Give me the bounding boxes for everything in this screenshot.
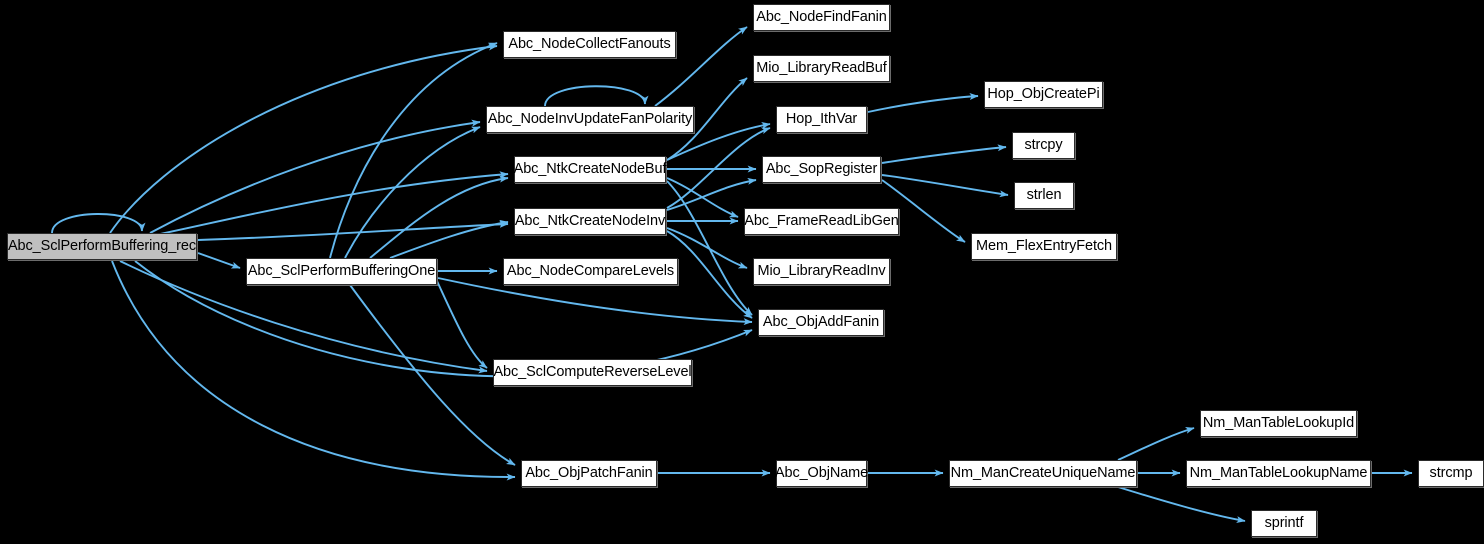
graph-node-sprintf[interactable]: sprintf (1251, 510, 1317, 537)
graph-node-label: Hop_ObjCreatePi (987, 86, 1100, 103)
graph-edge-abc_nodeinvupdatefanpolarity--to--abc_nodefindfanin (654, 26, 748, 107)
graph-node-abc_nodeinvupdatefanpolarity[interactable]: Abc_NodeInvUpdateFanPolarity (486, 106, 694, 133)
graph-node-label: Nm_ManTableLookupName (1189, 465, 1368, 482)
graph-edge-abc_sclperformbufferingone--to--abc_nodeinvupdatefanpolarity (344, 126, 481, 259)
graph-edge-abc_sclperformbufferingone--to--abc_objaddfanin (437, 277, 753, 326)
graph-node-label: Abc_ObjName (774, 465, 869, 482)
graph-edge-abc_sclperformbuffering_rec--to--abc_ntkcreatenodeinv (197, 220, 509, 241)
graph-node-abc_objaddfanin[interactable]: Abc_ObjAddFanin (758, 309, 884, 336)
graph-node-label: Abc_FrameReadLibGen (744, 213, 899, 230)
graph-node-strlen[interactable]: strlen (1014, 182, 1074, 209)
graph-node-abc_framereadlibgen[interactable]: Abc_FrameReadLibGen (744, 208, 899, 235)
graph-node-hop_ithvar[interactable]: Hop_IthVar (776, 106, 867, 133)
graph-edge-nm_mancreateuniquename--to--sprintf (1117, 486, 1246, 524)
graph-edge-abc_sopregister--to--mem_flexentryfetch (881, 179, 966, 243)
graph-edge-abc_ntkcreatenodeinv--to--abc_objaddfanin (666, 230, 753, 319)
graph-node-abc_objpatchfanin[interactable]: Abc_ObjPatchFanin (521, 460, 657, 487)
graph-node-label: Nm_ManCreateUniqueName (950, 465, 1136, 482)
graph-node-hop_objcreatepi[interactable]: Hop_ObjCreatePi (984, 81, 1103, 108)
graph-edge-abc_sclperformbuffering_rec--to--abc_ntkcreatenodebuf (159, 171, 509, 235)
graph-node-label: strcmp (1429, 465, 1473, 482)
graph-node-strcmp[interactable]: strcmp (1418, 460, 1484, 487)
edge-group (51, 26, 1413, 524)
graph-node-mem_flexentryfetch[interactable]: Mem_FlexEntryFetch (971, 233, 1117, 260)
graph-edge-abc_sopregister--to--strcpy (881, 144, 1007, 164)
graph-edge-abc_sclperformbuffering_rec--to--abc_objpatchfanin (111, 260, 516, 481)
graph-node-mio_libraryreadbuf[interactable]: Mio_LibraryReadBuf (753, 55, 890, 82)
graph-node-label: Abc_NodeFindFanin (756, 9, 887, 26)
graph-edge-abc_sclperformbuffering_rec--to--abc_sclcomputereverselevel (119, 260, 488, 374)
graph-edge-nm_mancreateuniquename--to--nm_mantablelookupid (1117, 426, 1195, 461)
graph-node-nm_mantablelookupname[interactable]: Nm_ManTableLookupName (1186, 460, 1371, 487)
graph-node-label: Abc_SclPerformBufferingOne (247, 263, 436, 280)
graph-edge-abc_sclperformbuffering_rec--to--abc_sclperformbufferingone (197, 252, 241, 269)
graph-node-abc_ntkcreatenodeinv[interactable]: Abc_NtkCreateNodeInv (514, 208, 666, 235)
graph-edge-abc_ntkcreatenodeinv--to--hop_ithvar (666, 127, 771, 209)
graph-node-label: Abc_SclPerformBuffering_rec (7, 238, 197, 255)
graph-edge-abc_sclperformbuffering_rec--to--abc_nodecollectfanouts (109, 43, 498, 234)
graph-node-abc_nodefindfanin[interactable]: Abc_NodeFindFanin (753, 4, 890, 31)
graph-node-label: Abc_NtkCreateNodeInv (514, 213, 666, 230)
graph-edge-abc_ntkcreatenodebuf--to--hop_ithvar (666, 121, 771, 161)
graph-edge-abc_ntkcreatenodebuf--to--abc_framereadlibgen (666, 177, 739, 218)
graph-edge-abc_sclperformbufferingone--to--abc_objpatchfanin (349, 284, 516, 466)
graph-edge-abc_sclperformbufferingone--to--abc_nodecollectfanouts (329, 42, 498, 259)
graph-edge-hop_ithvar--to--hop_objcreatepi (867, 93, 979, 113)
graph-node-label: sprintf (1264, 515, 1304, 532)
graph-node-label: Nm_ManTableLookupId (1202, 415, 1355, 432)
graph-node-label: Mem_FlexEntryFetch (976, 238, 1112, 255)
graph-node-label: Mio_LibraryReadBuf (756, 60, 887, 77)
graph-node-label: Abc_NodeCollectFanouts (508, 36, 671, 53)
graph-edge-abc_sopregister--to--strlen (881, 174, 1009, 198)
graph-node-abc_sclperformbuffering_rec[interactable]: Abc_SclPerformBuffering_rec (7, 233, 197, 260)
graph-node-label: Abc_ObjAddFanin (762, 314, 880, 331)
graph-node-label: Abc_NodeCompareLevels (506, 263, 675, 280)
graph-edge-abc_ntkcreatenodeinv--to--mio_libraryreadinv (666, 227, 748, 269)
graph-node-label: Abc_ObjPatchFanin (525, 465, 653, 482)
graph-node-abc_nodecomparelevels[interactable]: Abc_NodeCompareLevels (503, 258, 678, 285)
graph-edge-abc_ntkcreatenodeinv--to--abc_sopregister (666, 177, 757, 211)
graph-edge-abc_sclperformbufferingone--to--abc_sclcomputereverselevel (436, 280, 488, 369)
graph-node-label: Abc_SopRegister (765, 161, 878, 178)
graph-node-label: Hop_IthVar (785, 111, 858, 128)
graph-node-label: Abc_SclComputeReverseLevel (493, 364, 692, 381)
graph-node-mio_libraryreadinv[interactable]: Mio_LibraryReadInv (753, 258, 890, 285)
graph-node-abc_sopregister[interactable]: Abc_SopRegister (762, 156, 881, 183)
graph-node-abc_sclperformbufferingone[interactable]: Abc_SclPerformBufferingOne (246, 258, 437, 285)
graph-node-abc_objname[interactable]: Abc_ObjName (774, 460, 869, 487)
graph-node-abc_sclcomputereverselevel[interactable]: Abc_SclComputeReverseLevel (493, 359, 692, 386)
graph-node-nm_mantablelookupid[interactable]: Nm_ManTableLookupId (1200, 410, 1357, 437)
graph-node-label: strlen (1026, 187, 1062, 204)
graph-node-abc_ntkcreatenodebuf[interactable]: Abc_NtkCreateNodeBuf (514, 156, 666, 183)
graph-edge-abc_sclperformbuffering_rec--to--abc_nodeinvupdatefanpolarity (149, 119, 481, 234)
graph-node-nm_mancreateuniquename[interactable]: Nm_ManCreateUniqueName (949, 460, 1137, 487)
graph-node-abc_nodecollectfanouts[interactable]: Abc_NodeCollectFanouts (503, 31, 676, 58)
graph-node-label: Abc_NtkCreateNodeBuf (513, 161, 667, 178)
graph-edge-abc_sclperformbufferingone--to--abc_ntkcreatenodeinv (389, 219, 509, 259)
graph-edge-abc_sclperformbufferingone--to--abc_ntkcreatenodebuf (369, 175, 509, 259)
graph-node-strcpy[interactable]: strcpy (1012, 132, 1075, 159)
graph-edge-abc_nodeinvupdatefanpolarity--to--abc_nodeinvupdatefanpolarity (544, 85, 649, 107)
graph-node-label: Abc_NodeInvUpdateFanPolarity (487, 111, 693, 128)
graph-edge-abc_ntkcreatenodebuf--to--mio_libraryreadbuf (666, 77, 748, 161)
graph-edge-abc_sclperformbuffering_rec--to--abc_sclperformbuffering_rec (51, 213, 146, 234)
graph-node-label: strcpy (1024, 137, 1063, 154)
graph-node-label: Mio_LibraryReadInv (757, 263, 886, 280)
